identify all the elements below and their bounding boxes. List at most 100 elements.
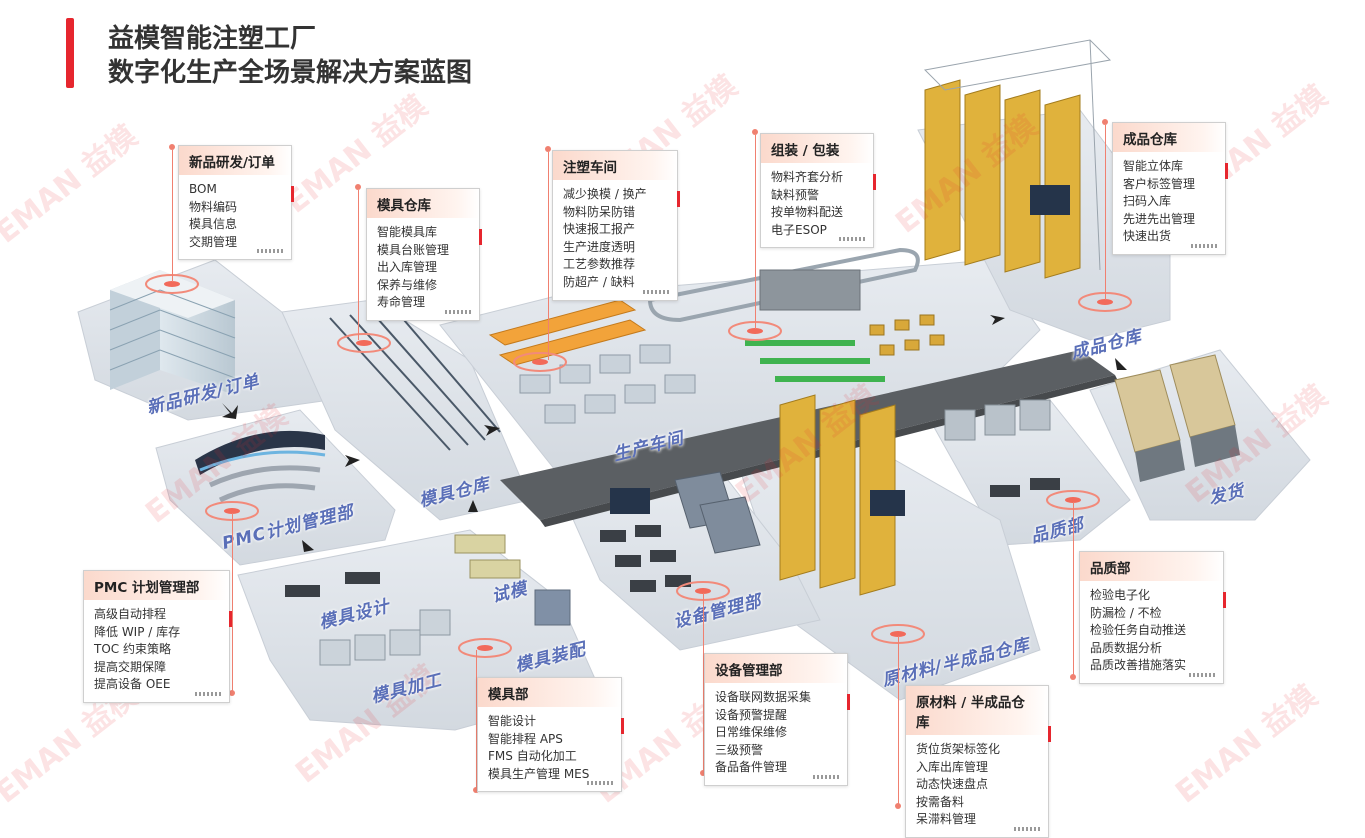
callout-item: 智能排程 APS xyxy=(488,731,563,746)
callout-list: 减少换模 / 换产 物料防呆防错 快速报工报产 生产进度透明 工艺参数推荐 防超… xyxy=(553,180,677,300)
callout-title: 组装 / 包装 xyxy=(761,134,873,163)
callout-item: 提高交期保障 xyxy=(94,659,167,674)
trucks xyxy=(1114,354,1240,482)
dots-decoration xyxy=(445,309,471,314)
accent-mark xyxy=(291,186,294,202)
title-accent-bar xyxy=(66,18,74,88)
leader-line xyxy=(755,135,756,329)
callout-title: 模具仓库 xyxy=(367,189,479,218)
leader-line xyxy=(232,513,233,693)
callout-item: 呆滞料管理 xyxy=(916,812,977,827)
leader-dot xyxy=(752,129,758,135)
dots-decoration xyxy=(257,249,283,254)
callout-item: 三级预警 xyxy=(715,742,764,757)
callout-item: 高级自动排程 xyxy=(94,607,167,621)
accent-mark xyxy=(479,229,482,245)
flow-arrows xyxy=(222,315,1127,552)
callout-item: 提高设备 OEE xyxy=(94,677,171,692)
leader-line xyxy=(1105,125,1106,300)
leader-line xyxy=(172,150,173,282)
callout-rd: 新品研发/订单 BOM 物料编码 模具信息 交期管理 xyxy=(178,145,294,261)
accent-mark xyxy=(1048,726,1051,742)
callout-item: 品质数据分析 xyxy=(1090,640,1163,655)
callout-list: 物料齐套分析 缺料预警 按单物料配送 电子ESOP xyxy=(761,163,873,247)
callout-item: 智能模具库 xyxy=(377,225,438,239)
leader-dot xyxy=(473,787,479,793)
dots-decoration xyxy=(587,781,613,786)
callout-item: 工艺参数推荐 xyxy=(563,257,636,272)
callout-item: FMS 自动化加工 xyxy=(488,749,577,764)
callout-item: 检验任务自动推送 xyxy=(1090,623,1187,638)
leader-line xyxy=(703,593,704,773)
control-room xyxy=(195,430,326,503)
title-line-1: 益模智能注塑工厂 xyxy=(108,24,317,54)
title-line-2: 数字化生产全场景解决方案蓝图 xyxy=(108,58,473,88)
callout-item: 扫码入库 xyxy=(1123,194,1172,209)
callout-mold-warehouse: 模具仓库 智能模具库 模具台账管理 出入库管理 保养与维修 寿命管理 xyxy=(366,188,482,321)
callout-item: 交期管理 xyxy=(189,234,238,249)
office-building xyxy=(109,270,236,395)
callout-title: 新品研发/订单 xyxy=(179,146,291,175)
callout-item: 入库出库管理 xyxy=(916,759,989,774)
callout-item: TOC 约束策略 xyxy=(94,642,171,657)
accent-mark xyxy=(1225,163,1228,179)
callout-item: 保养与维修 xyxy=(377,277,438,292)
page-title: 益模智能注塑工厂 数字化生产全场景解决方案蓝图 xyxy=(108,22,472,90)
callout-item: 防超产 / 缺料 xyxy=(563,274,635,289)
callout-item: 检验电子化 xyxy=(1090,588,1151,602)
callout-item: 减少换模 / 换产 xyxy=(563,187,647,201)
callout-item: 防漏检 / 不检 xyxy=(1090,605,1162,620)
accent-mark xyxy=(1223,592,1226,608)
callout-mold-dept: 模具部 智能设计 智能排程 APS FMS 自动化加工 模具生产管理 MES xyxy=(477,677,624,793)
callout-title: 模具部 xyxy=(478,678,621,707)
callout-title: 成品仓库 xyxy=(1113,123,1225,152)
accent-mark xyxy=(847,694,850,710)
callout-item: 客户标签管理 xyxy=(1123,176,1196,191)
callout-list: 检验电子化 防漏检 / 不检 检验任务自动推送 品质数据分析 品质改善措施落实 xyxy=(1080,581,1223,683)
accent-mark xyxy=(229,611,232,627)
callout-title: 原材料 / 半成品仓库 xyxy=(906,686,1048,735)
accent-mark xyxy=(873,174,876,190)
callout-item: 智能设计 xyxy=(488,714,537,728)
callout-assembly: 组装 / 包装 物料齐套分析 缺料预警 按单物料配送 电子ESOP xyxy=(760,133,876,249)
leader-line xyxy=(358,190,359,340)
dots-decoration xyxy=(1189,672,1215,677)
callout-list: BOM 物料编码 模具信息 交期管理 xyxy=(179,175,291,259)
callout-item: 品质改善措施落实 xyxy=(1090,658,1187,673)
callout-list: 设备联网数据采集 设备预警提醒 日常维保维修 三级预警 备品备件管理 xyxy=(705,683,847,785)
finished-racks xyxy=(923,39,1112,279)
callout-pmc: PMC 计划管理部 高级自动排程 降低 WIP / 库存 TOC 约束策略 提高… xyxy=(83,570,232,703)
callout-item: 缺料预警 xyxy=(771,187,820,202)
leader-line xyxy=(548,152,549,360)
callout-item: 物料齐套分析 xyxy=(771,170,844,184)
callout-item: 模具生产管理 MES xyxy=(488,766,590,781)
callout-item: 日常维保维修 xyxy=(715,725,788,740)
callout-title: PMC 计划管理部 xyxy=(84,571,229,600)
callout-item: 模具台账管理 xyxy=(377,242,450,257)
callout-item: 先进先出管理 xyxy=(1123,211,1196,226)
callout-title: 设备管理部 xyxy=(705,654,847,683)
callout-item: 设备联网数据采集 xyxy=(715,690,812,704)
callout-item: 模具信息 xyxy=(189,217,238,232)
callout-item: BOM xyxy=(189,182,217,196)
callout-item: 动态快速盘点 xyxy=(916,777,989,792)
callout-item: 按单物料配送 xyxy=(771,205,844,220)
callout-item: 电子ESOP xyxy=(771,222,827,237)
callout-item: 生产进度透明 xyxy=(563,239,636,254)
callout-list: 智能设计 智能排程 APS FMS 自动化加工 模具生产管理 MES xyxy=(478,707,621,791)
leader-dot xyxy=(355,184,361,190)
raw-racks xyxy=(779,394,905,596)
callout-finished-warehouse: 成品仓库 智能立体库 客户标签管理 扫码入库 先进先出管理 快速出货 xyxy=(1112,122,1228,255)
leader-dot xyxy=(1102,119,1108,125)
callout-item: 快速报工报产 xyxy=(563,222,636,237)
callout-raw-warehouse: 原材料 / 半成品仓库 货位货架标签化 入库出库管理 动态快速盘点 按需备料 呆… xyxy=(905,685,1051,838)
mold-racks xyxy=(329,305,501,451)
dots-decoration xyxy=(195,691,221,696)
callout-item: 设备预警提醒 xyxy=(715,707,788,722)
callout-list: 智能模具库 模具台账管理 出入库管理 保养与维修 寿命管理 xyxy=(367,218,479,320)
callout-item: 出入库管理 xyxy=(377,260,438,275)
callout-item: 按需备料 xyxy=(916,794,965,809)
dots-decoration xyxy=(813,774,839,779)
callout-item: 智能立体库 xyxy=(1123,159,1184,173)
leader-line xyxy=(1073,502,1074,677)
